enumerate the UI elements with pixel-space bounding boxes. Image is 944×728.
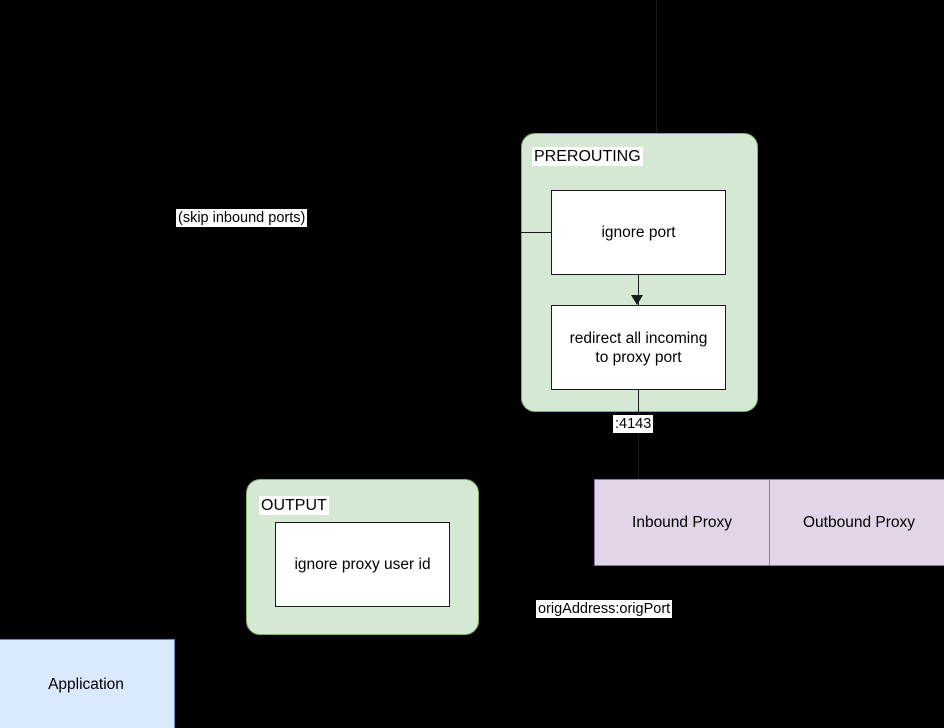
edge-ignore-to-redirect-arrowhead [631,295,643,305]
edge-label-orig-address: origAddress:origPort [536,600,673,618]
group-output-label: OUTPUT [259,496,329,515]
edge-label-skip-inbound-ports: (skip inbound ports) [176,209,308,227]
node-inbound-proxy[interactable]: Inbound Proxy [594,479,770,566]
node-ignore-proxy-user-id[interactable]: ignore proxy user id [275,522,450,607]
node-application[interactable]: Application [0,639,175,728]
node-application-label: Application [48,676,124,693]
node-outbound-proxy-label: Outbound Proxy [802,513,915,531]
node-ignore-port-label: ignore port [601,224,676,241]
node-redirect-line-2: to proxy port [595,348,682,366]
edge-ignore-to-redirect [638,275,639,305]
node-inbound-proxy-label: Inbound Proxy [632,513,732,531]
edge-skip-inbound-ports [521,232,552,233]
edge-incoming-traffic [656,0,657,190]
edge-label-proxy-port: :4143 [613,415,654,433]
node-ignore-port[interactable]: ignore port [551,190,726,275]
node-redirect-line-1: redirect all incoming [569,329,708,347]
node-ignore-proxy-user-id-label: ignore proxy user id [294,556,431,573]
edge-redirect-to-inbound-proxy [638,390,639,479]
node-outbound-proxy[interactable]: Outbound Proxy [769,479,944,566]
node-redirect-all-incoming[interactable]: redirect all incoming to proxy port [551,305,726,390]
group-prerouting-label: PREROUTING [532,147,643,166]
